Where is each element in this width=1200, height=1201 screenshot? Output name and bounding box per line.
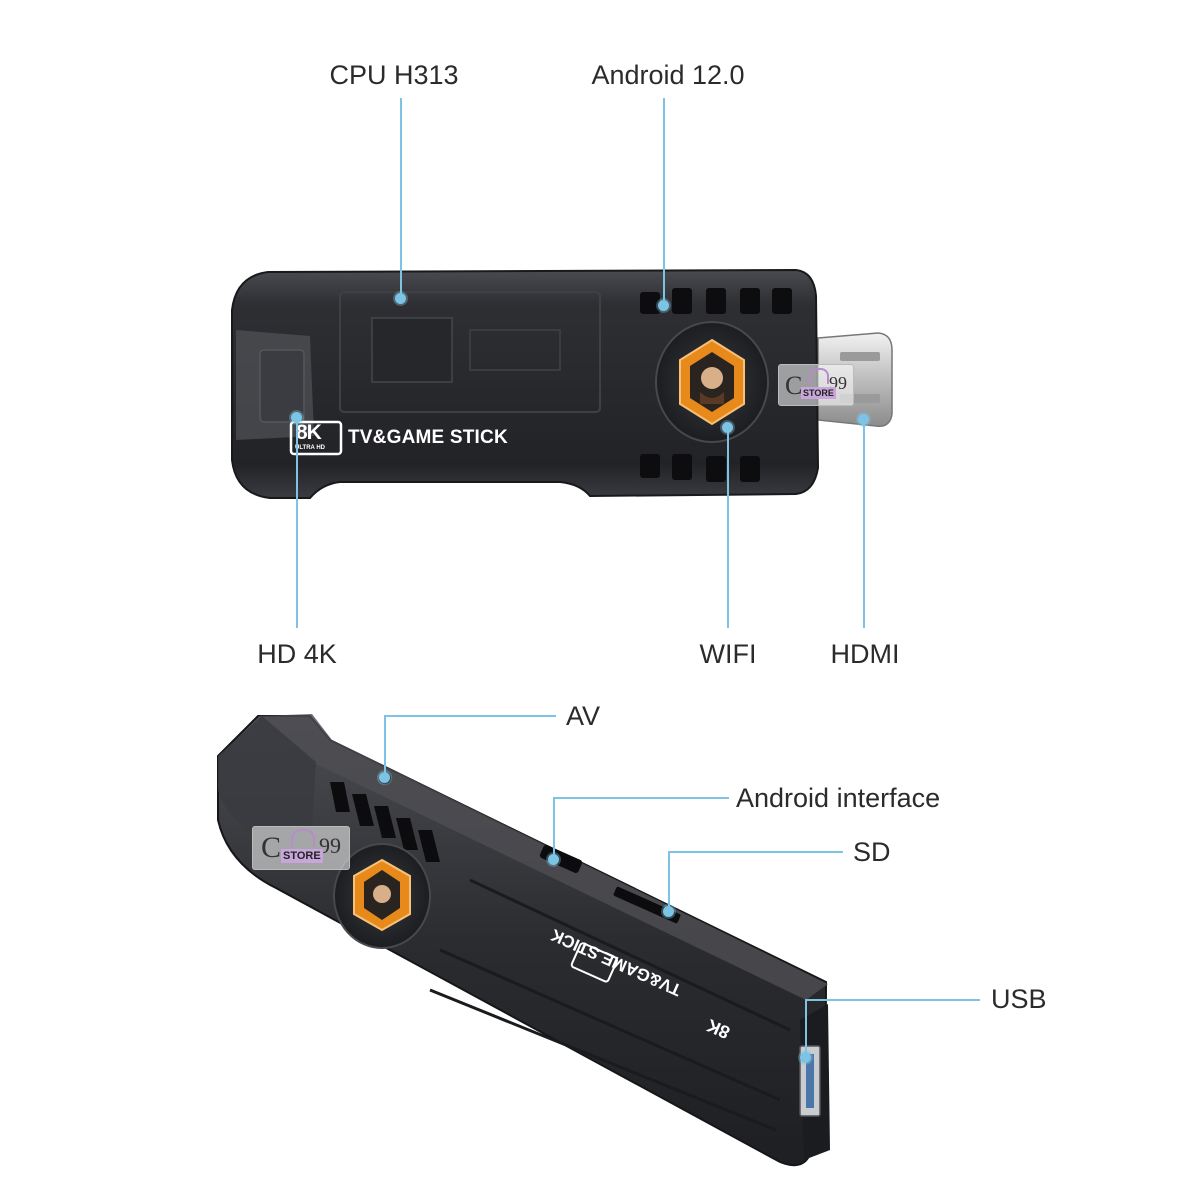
product-name-top: TV&GAME STICK	[348, 427, 508, 448]
top-vents	[640, 288, 792, 482]
leader-sd-h	[668, 851, 843, 853]
label-sd: SD	[853, 837, 891, 867]
watermark-number: 99	[319, 833, 341, 858]
badge-ultra-hd-top: ULTRA HD	[295, 445, 325, 451]
leader-usb-v	[805, 999, 807, 1057]
label-android-interface: Android interface	[736, 783, 941, 813]
badge-8k-top: 8K	[296, 421, 322, 444]
leader-av-dot	[379, 772, 390, 783]
watermark-letter: C	[785, 371, 803, 400]
leader-android-dot	[658, 300, 669, 311]
watermark-word: STORE	[801, 387, 836, 399]
gamer-emblem-bottom	[333, 843, 431, 949]
label-android-version: Android 12.0	[591, 60, 745, 90]
watermark-letter: C	[261, 831, 282, 864]
leader-usb-h	[805, 999, 980, 1001]
leader-hd-dot	[291, 412, 302, 423]
watermark-top: C 99 STORE	[778, 364, 854, 406]
leader-hdmi	[863, 420, 865, 628]
label-cpu: CPU H313	[329, 60, 459, 90]
label-wifi: WIFI	[699, 639, 757, 669]
label-av: AV	[566, 701, 601, 731]
product-branding-top	[289, 420, 343, 456]
gamer-emblem-top	[655, 321, 769, 443]
leader-cpu-dot	[395, 293, 406, 304]
label-usb: USB	[991, 984, 1047, 1014]
leader-cpu	[400, 98, 402, 298]
leader-av-v	[384, 715, 386, 777]
label-hdmi: HDMI	[830, 639, 900, 669]
leader-wifi	[727, 428, 729, 628]
side-vents	[330, 782, 440, 862]
leader-android-interface-v	[553, 797, 555, 859]
leader-usb-dot	[800, 1052, 811, 1063]
watermark-bottom: C 99 STORE	[252, 826, 350, 870]
leader-sd-v	[668, 851, 670, 911]
leader-hd	[296, 418, 298, 628]
watermark-bag-icon	[809, 368, 829, 384]
watermark-bag-icon	[291, 829, 315, 847]
watermark-word: STORE	[281, 849, 323, 863]
label-hd-4k: HD 4K	[257, 639, 337, 669]
leader-android	[663, 98, 665, 304]
leader-android-interface-h	[553, 797, 729, 799]
leader-android-interface-dot	[548, 854, 559, 865]
leader-wifi-dot	[722, 422, 733, 433]
leader-av-h	[384, 715, 556, 717]
leader-hdmi-dot	[858, 414, 869, 425]
leader-sd-dot	[663, 906, 674, 917]
